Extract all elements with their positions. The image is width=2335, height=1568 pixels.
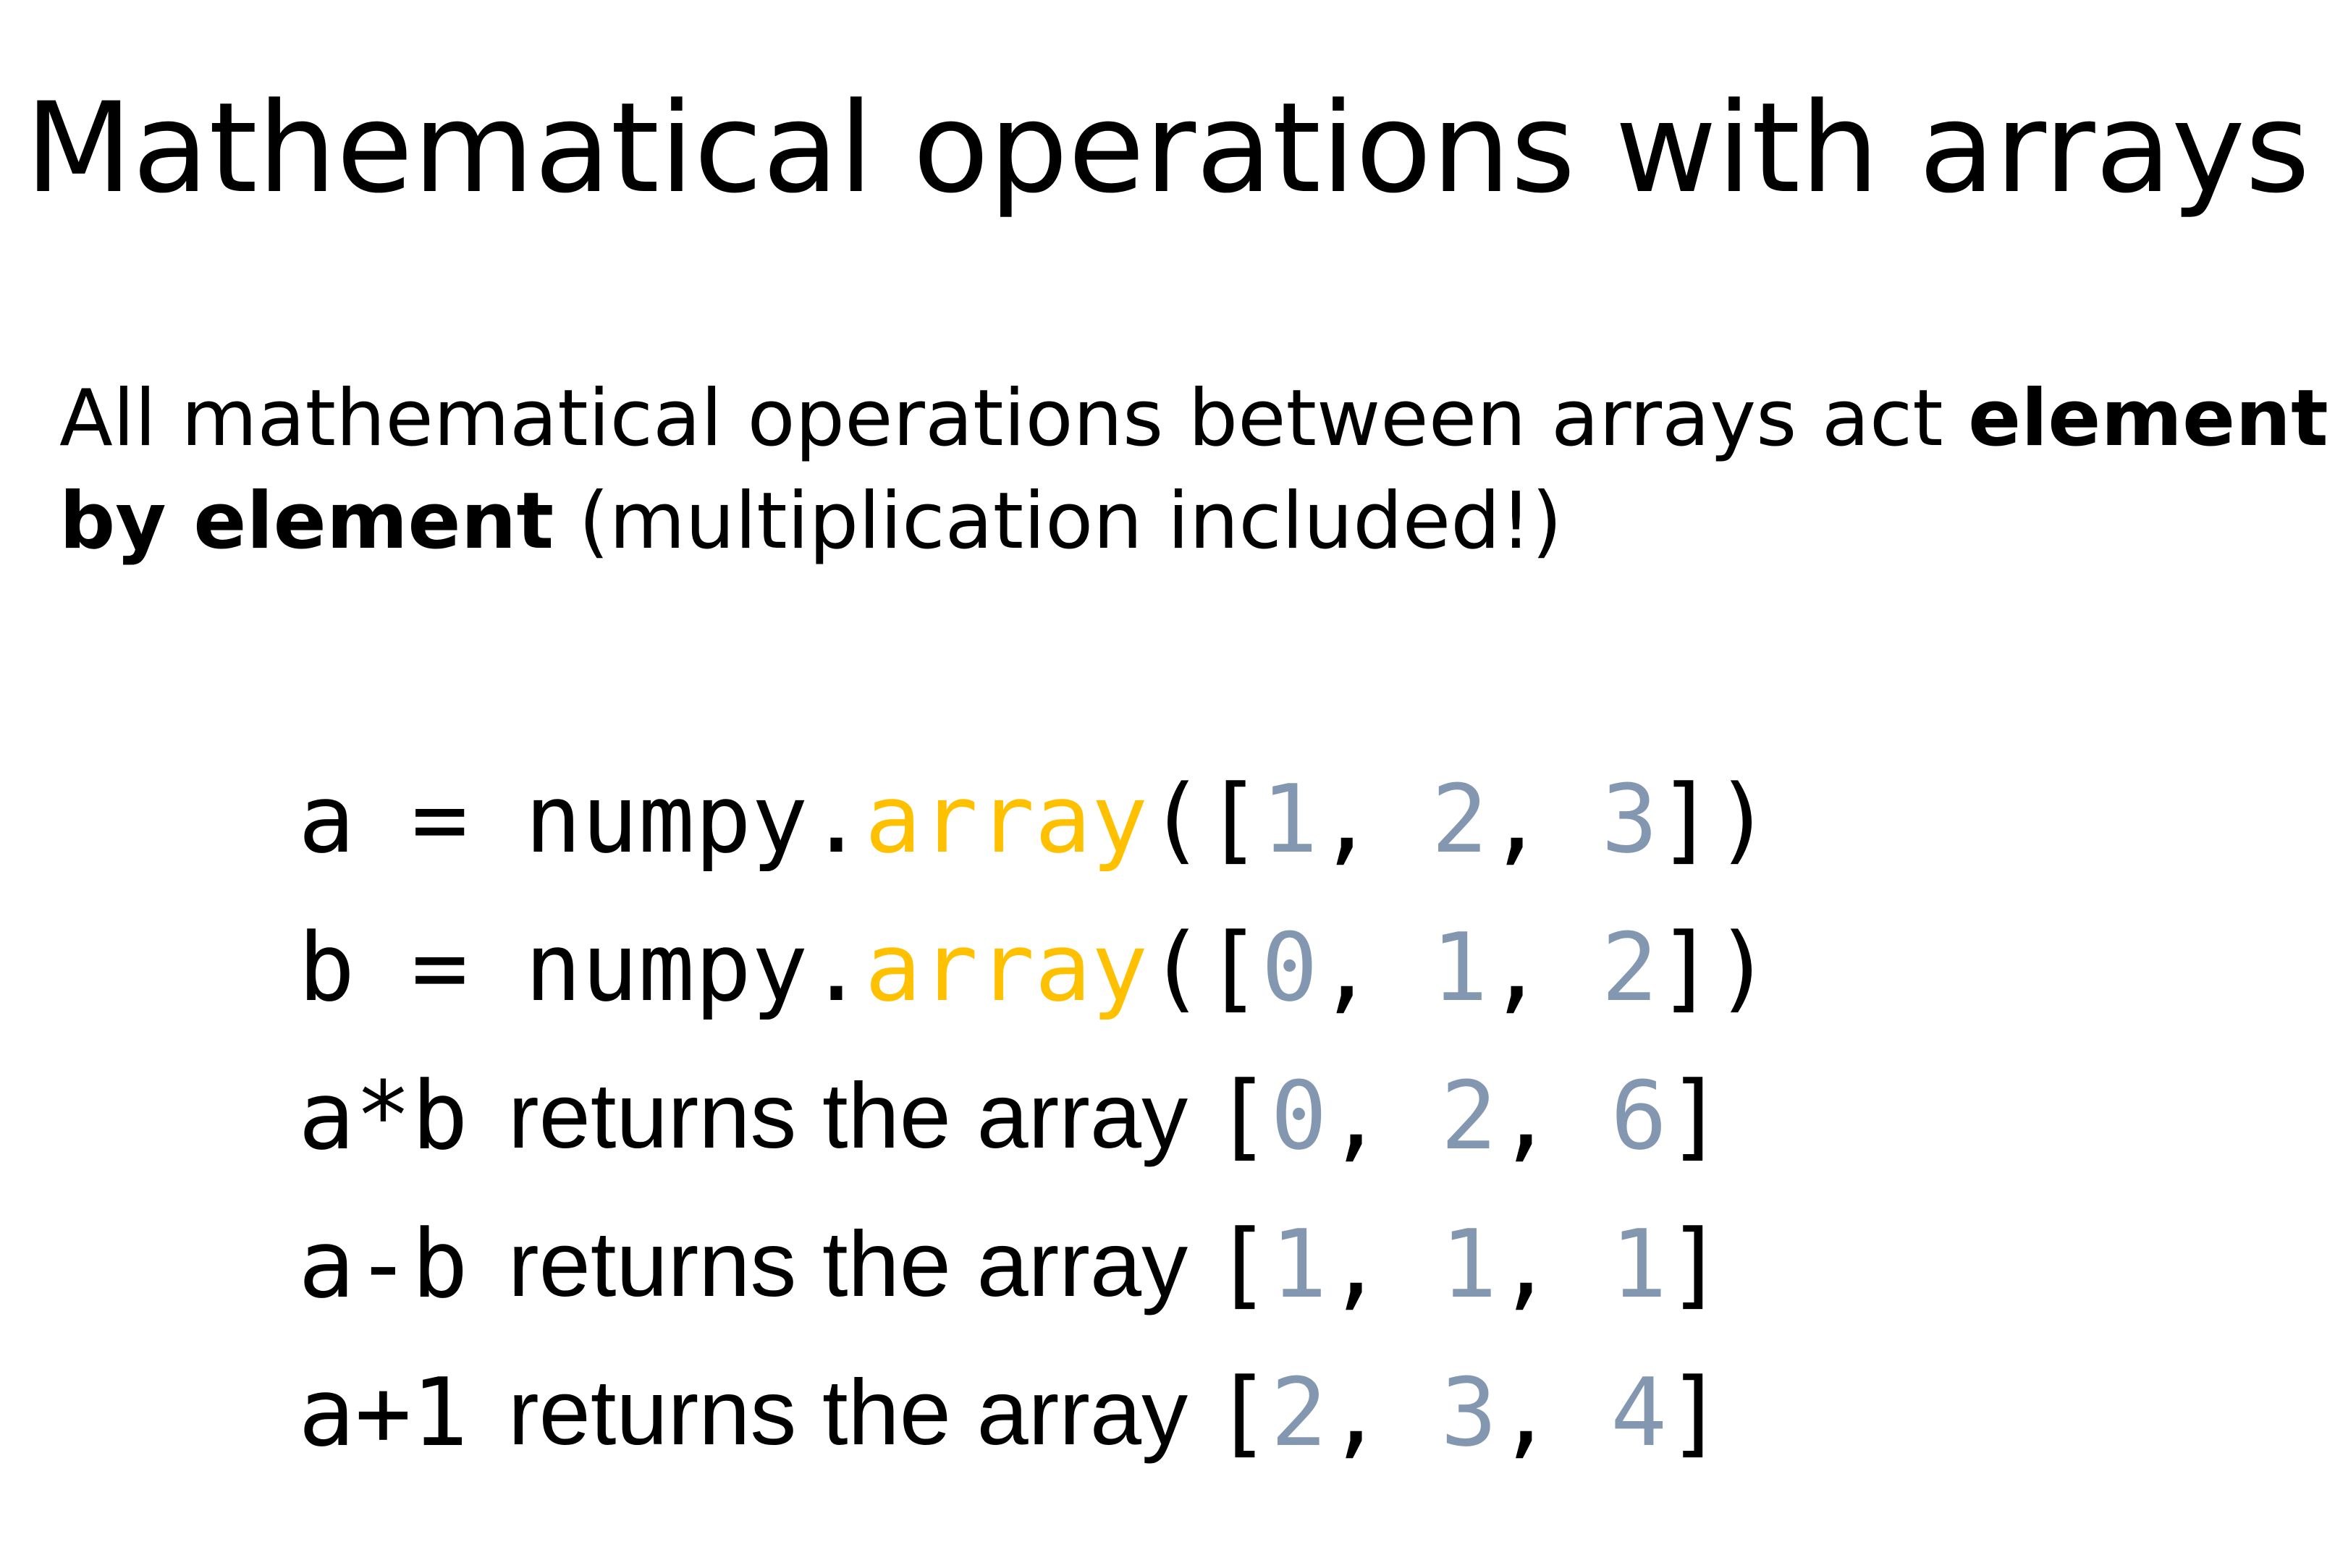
code-number: 3 [1440, 1357, 1498, 1467]
code-assignment: = numpy. [355, 912, 865, 1022]
code-separator: , [1327, 1357, 1441, 1467]
code-bracket: ] [1667, 1209, 1724, 1319]
result-line-add: a+1 returns the array[2, 3, 4] [298, 1339, 1771, 1487]
code-separator: , [1497, 1061, 1610, 1171]
intro-paragraph: All mathematical operations between arra… [59, 368, 2328, 573]
intro-text: All mathematical operations between arra… [59, 373, 1968, 464]
code-assignment: = numpy. [355, 764, 865, 874]
code-bracket: [ [1214, 1061, 1271, 1171]
code-line-b: b = numpy.array([0, 1, 2]) [298, 894, 1771, 1042]
result-text: returns the array [508, 1213, 1188, 1316]
code-number: 0 [1261, 912, 1318, 1022]
code-number: 2 [1270, 1357, 1327, 1467]
code-separator: , [1487, 764, 1602, 874]
code-bracket: ([ [1148, 764, 1262, 874]
code-bracket: ([ [1148, 912, 1262, 1022]
result-expression: a*b [298, 1061, 468, 1171]
code-separator: , [1317, 764, 1432, 874]
code-function: array [864, 764, 1149, 874]
intro-emphasis: by element [59, 476, 554, 567]
intro-line-1: All mathematical operations between arra… [59, 368, 2328, 470]
result-text: returns the array [508, 1361, 1188, 1465]
code-bracket: ] [1667, 1061, 1724, 1171]
intro-line-2: by element (multiplication included!) [59, 470, 2289, 573]
code-number: 2 [1601, 912, 1658, 1022]
code-separator: , [1497, 1209, 1610, 1319]
code-separator: , [1327, 1061, 1441, 1171]
intro-emphasis: element [1967, 373, 2328, 464]
code-line-a: a = numpy.array([1, 2, 3]) [298, 745, 1771, 894]
result-line-subtract: a-b returns the array [1, 1, 1] [298, 1190, 1771, 1339]
code-number: 2 [1431, 764, 1488, 874]
code-number: 1 [1270, 1209, 1327, 1319]
result-line-multiply: a*b returns the array[0, 2, 6] [298, 1042, 1771, 1190]
code-number: 1 [1431, 912, 1488, 1022]
code-number: 1 [1440, 1209, 1498, 1319]
result-text: returns the array [508, 1064, 1188, 1168]
code-number: 0 [1270, 1061, 1327, 1171]
code-variable: a [298, 764, 355, 874]
code-number: 1 [1261, 764, 1318, 874]
code-number: 4 [1610, 1357, 1668, 1467]
code-bracket: ] [1667, 1357, 1724, 1467]
code-bracket: [ [1214, 1209, 1271, 1319]
code-variable: b [298, 912, 355, 1022]
code-number: 6 [1610, 1061, 1668, 1171]
code-separator: , [1487, 912, 1602, 1022]
code-function: array [864, 912, 1149, 1022]
code-number: 1 [1610, 1209, 1668, 1319]
code-separator: , [1317, 912, 1432, 1022]
code-separator: , [1497, 1357, 1610, 1467]
code-bracket: ]) [1658, 912, 1772, 1022]
code-number: 2 [1440, 1061, 1498, 1171]
code-separator: , [1327, 1209, 1441, 1319]
code-example: a = numpy.array([1, 2, 3]) b = numpy.arr… [298, 745, 1771, 1487]
slide-title: Mathematical operations with arrays [25, 75, 2310, 221]
result-expression: a-b [298, 1209, 468, 1319]
code-number: 3 [1601, 764, 1658, 874]
intro-text: (multiplication included!) [554, 476, 1563, 567]
result-expression: a+1 [298, 1357, 468, 1467]
code-bracket: ]) [1658, 764, 1772, 874]
code-bracket: [ [1214, 1357, 1271, 1467]
